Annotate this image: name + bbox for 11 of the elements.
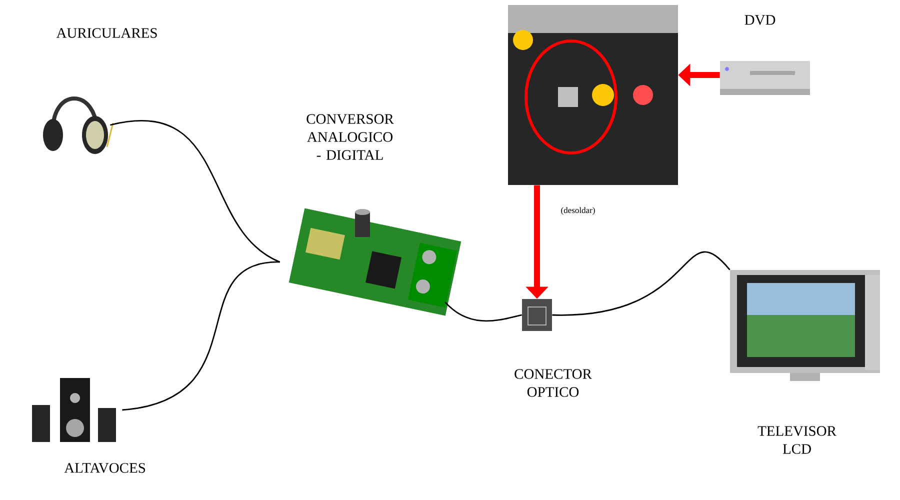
device-label: CONECTOR OPTICO — [514, 369, 592, 397]
cable — [110, 120, 280, 263]
device-label: AURICULARES — [56, 28, 157, 38]
device-label: CONVERSOR ANALOGICO - DIGITAL — [306, 114, 394, 160]
note: (desoldar) — [561, 207, 595, 215]
cable — [444, 302, 522, 322]
device-label: ALTAVOCES — [64, 463, 146, 473]
device-label: TELEVISOR LCD — [758, 426, 836, 454]
device-label: DVD — [744, 15, 776, 25]
cable — [552, 252, 730, 316]
cable — [122, 261, 280, 411]
